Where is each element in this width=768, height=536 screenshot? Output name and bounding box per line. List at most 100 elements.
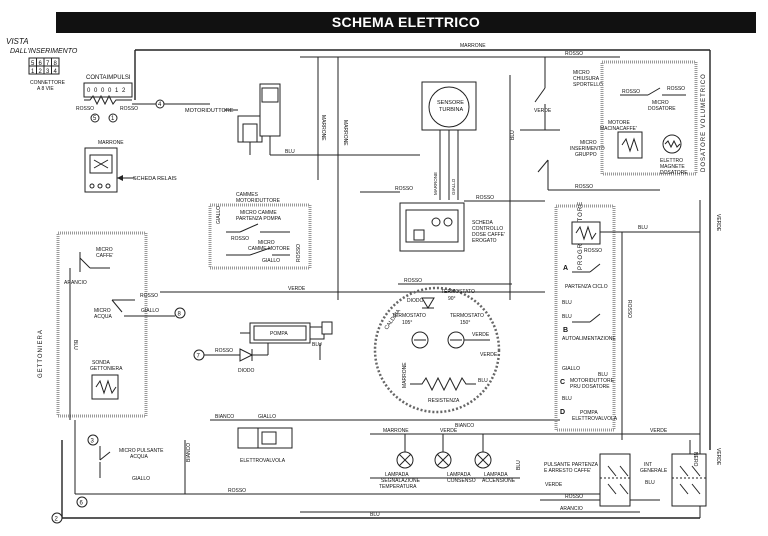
resistenza-label: RESISTENZA xyxy=(428,398,460,404)
wire-label: BLU xyxy=(598,372,608,378)
connector-pin: 3 xyxy=(46,69,50,75)
micro-dosatore-label: DOSATORE xyxy=(648,106,676,112)
connector-pin: 1 xyxy=(31,69,35,75)
wire-label-marrone-lamps: MARRONE xyxy=(383,428,409,434)
wire-label: VERDE xyxy=(534,108,552,114)
node-label: 5 xyxy=(93,116,97,122)
cammes-label: MOTORIDUTTORE xyxy=(236,198,281,204)
connector-8-way: 5 6 7 8 1 2 3 4 CONNETTORE A 8 VIE xyxy=(28,57,66,92)
wire-label: BLU xyxy=(478,378,488,384)
contaimpulsi: CONTAIMPULSI 0 0 0 0 1 2 ROSSO ROSSO 5 1… xyxy=(76,75,210,123)
wire-label: GIALLO xyxy=(262,258,280,264)
termostato-105-label: TERMOSTATO xyxy=(392,313,426,319)
elettrovalvola: GIALLO ELETTROVALVOLA xyxy=(210,414,293,464)
cammes-label: CAMMES xyxy=(236,192,259,198)
int-generale-label: GENERALE xyxy=(640,468,668,474)
wire-label: ARANCIO xyxy=(64,280,87,286)
int-generale-label: INT xyxy=(644,462,652,468)
lamps: LAMPADA SEGNALAZIONE TEMPERATURA LAMPADA… xyxy=(370,434,522,490)
sensore-turbina-label: SENSORE xyxy=(437,100,464,106)
wire-label: VERDE xyxy=(480,352,498,358)
lamp-consenso-label: LAMPADA xyxy=(447,472,471,478)
gettoniera-label: GETTONIERA xyxy=(38,329,44,378)
motore-macinacaffe-label: MOTORE xyxy=(608,120,631,126)
wire-label: BIANCO xyxy=(186,443,192,462)
wire-label: BLU xyxy=(645,480,655,486)
termostato-105-label: 105° xyxy=(402,320,412,326)
program-letter: D xyxy=(560,409,565,416)
micro-dosatore-label: MICRO xyxy=(652,100,669,106)
elettrovalvola-label: ELETTROVALVOLA xyxy=(240,458,286,464)
wire-label: NERO xyxy=(692,452,698,467)
contaimpulsi-digit: 0 xyxy=(101,88,105,94)
dosatore-volumetrico: DOSATORE VOLUMETRICO ROSSO ROSSO MICRO D… xyxy=(600,60,707,176)
wire-label: BLU xyxy=(72,340,78,350)
scheda-controllo-label: CONTROLLO xyxy=(472,226,503,232)
diode-icon xyxy=(239,348,254,362)
sensore-turbina-label: TURBINA xyxy=(439,107,463,113)
wire-label: ROSSO xyxy=(626,300,632,318)
contaimpulsi-digit: 2 xyxy=(122,88,126,94)
micro-chiusura-label: CHIUSURA xyxy=(573,76,600,82)
node-label: 2 xyxy=(55,517,59,523)
lamp-accensione-label: LAMPADA xyxy=(484,472,508,478)
wire-label-arancio-bottom: ARANCIO xyxy=(560,506,583,512)
lamp-accensione-label: ACCENSIONE xyxy=(482,478,516,484)
wire-label: ROSSO xyxy=(215,348,233,354)
termostato-150-label: TERMOSTATO xyxy=(450,313,484,319)
micro-acqua-label: MICRO xyxy=(94,308,111,314)
wire-label: BLU xyxy=(562,300,572,306)
wire-label-rosso-br: ROSSO xyxy=(565,494,583,500)
program-letter: A xyxy=(563,265,568,272)
connector-pin: 4 xyxy=(54,69,58,75)
handwritten-note-line1: VISTA xyxy=(6,37,29,46)
top-right-switches: VERDE MICRO CHIUSURA SPORTELLO MICRO INS… xyxy=(270,57,660,300)
wire-label-verde-lr: VERDE xyxy=(650,428,668,434)
termostato-90-label: 90° xyxy=(448,296,456,302)
bus-wires: MARRONE ROSSO BLU ARANCIO ROSSO ROSSO VE… xyxy=(61,43,711,519)
pulsante-partenza-label: E ARRESTO CAFFE' xyxy=(544,468,591,474)
wire-label: GIALLO xyxy=(562,366,580,372)
caldaia: CALDAIA DIODO TERMOSTATO 90° TERMOSTATO … xyxy=(373,278,512,414)
wire-label: BLU xyxy=(638,225,648,231)
dosatore-volumetrico-label: DOSATORE VOLUMETRICO xyxy=(701,73,707,172)
wire-label: VERDE xyxy=(715,214,721,232)
connector-pin: 7 xyxy=(46,61,50,67)
lamp-temperatura-label: SEGNALAZIONE xyxy=(381,478,421,484)
micro-camme-motore-label: CAMME MOTORE xyxy=(248,246,291,252)
micro-caffe-label: MICRO xyxy=(96,247,113,253)
scheda-controllo-label: EROGATO xyxy=(472,238,497,244)
contaimpulsi-digit: 0 xyxy=(94,88,98,94)
wire-label: BLU xyxy=(285,149,295,155)
page-title: SCHEMA ELETTRICO xyxy=(56,12,756,33)
cammes-motoriduttore: CAMMES MOTORIDUTTORE MICRO CAMME PARTENZ… xyxy=(208,192,312,270)
wire-label: ROSSO xyxy=(296,244,302,262)
micro-inserimento-label: INSERIMENTO xyxy=(570,146,605,152)
wire-label-rosso-bottom: ROSSO xyxy=(228,488,246,494)
micro-camme-partenza-label: PARTENZA POMPA xyxy=(236,216,282,222)
motoriduttore-pru-label: MOTORIDUTTORE xyxy=(570,378,615,384)
wire-label: BLU xyxy=(562,396,572,402)
partenza-ciclo-label: PARTENZA CICLO xyxy=(565,284,608,290)
wire-label: ROSSO xyxy=(404,278,422,284)
connector-label: CONNETTORE xyxy=(30,80,66,86)
pompa-elettrovalvola-label: ELETTROVALVOLA xyxy=(572,416,618,422)
wire-label: BLU xyxy=(562,314,572,320)
micro-chiusura-label: MICRO xyxy=(573,70,590,76)
sonda-gettoniera-label: GETTONIERA xyxy=(90,366,123,372)
micro-camme-partenza-label: MICRO CAMME xyxy=(240,210,277,216)
motoriduttore: MOTORIDUTTORE xyxy=(185,83,281,155)
connector-label: A 8 VIE xyxy=(37,86,54,92)
node-label: 6 xyxy=(80,501,84,507)
wire-label-verde-mid: VERDE xyxy=(288,286,306,292)
lamp-temperatura-label: LAMPADA xyxy=(385,472,409,478)
termostato-150-label: 150° xyxy=(460,320,470,326)
wire-label: MARRONE xyxy=(320,115,326,141)
lamp-consenso-label: CONSENSO xyxy=(447,478,476,484)
micro-chiusura-label: SPORTELLO xyxy=(573,82,603,88)
connector-pin: 8 xyxy=(54,61,58,67)
wire-label: BLU xyxy=(510,130,516,140)
autoalimentazione-label: AUTOALIMENTAZIONE xyxy=(562,336,616,342)
wire-label: GIALLO xyxy=(216,206,222,224)
